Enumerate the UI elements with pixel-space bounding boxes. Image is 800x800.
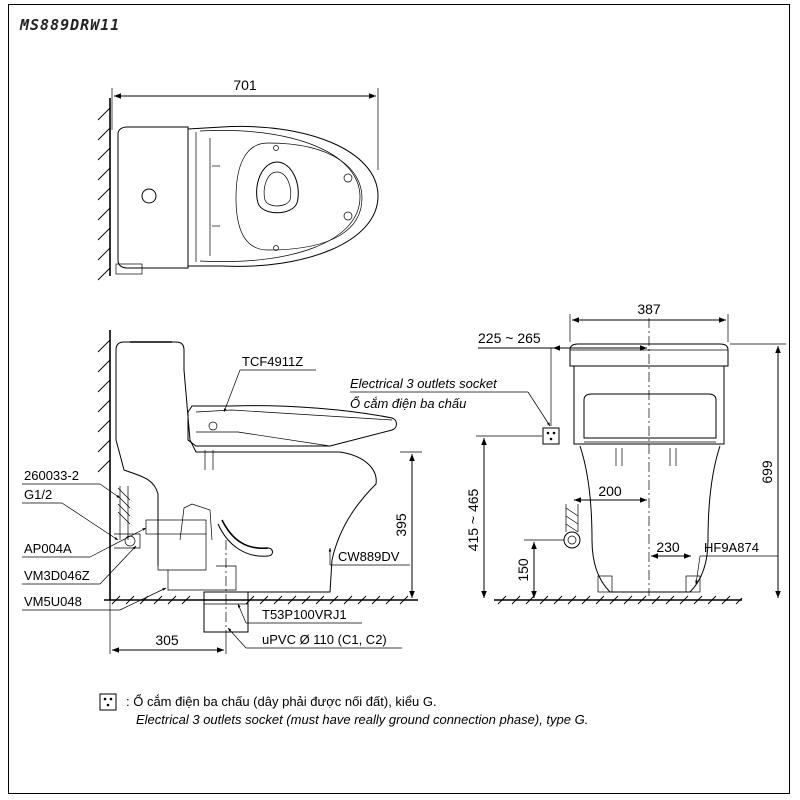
drawing-frame — [8, 4, 790, 794]
dim-socket-offset: 225 ~ 265 — [478, 330, 541, 346]
dim-socket-height: 415 ~ 465 — [465, 488, 481, 551]
seat-side-outline — [187, 405, 397, 447]
label-drain-code: T53P100VRJ1 — [262, 607, 347, 622]
label-supply-hose: AP004A — [24, 541, 72, 556]
dim-top-width: 701 — [233, 77, 257, 93]
socket-note-vi: Ổ cắm điện ba chấu — [350, 396, 466, 411]
legend-line-en: Electrical 3 outlets socket (must have r… — [136, 712, 588, 727]
dim-bowl-height: 395 — [393, 513, 409, 537]
socket-note-en: Electrical 3 outlets socket — [350, 376, 498, 391]
pedestal-front-outline — [579, 445, 721, 593]
legend-line-vi: : Ổ cắm điện ba chấu (dây phải được nối … — [126, 694, 437, 709]
socket-legend-icon — [99, 693, 117, 711]
label-flange: VM5U048 — [24, 594, 82, 609]
nozzle-cover-top — [256, 161, 299, 214]
flush-button-top — [141, 188, 157, 204]
label-thread: G1/2 — [24, 487, 52, 502]
tank-top-outline — [117, 126, 189, 269]
dim-total-height: 699 — [759, 460, 775, 484]
seat-top-outline — [187, 125, 379, 267]
dim-front-width: 387 — [637, 301, 661, 317]
tank-side-outline — [115, 341, 185, 370]
dim-230: 230 — [656, 539, 680, 555]
label-pipe: uPVC Ø 110 (C1, C2) — [262, 632, 387, 647]
bowl-side-outline — [238, 451, 377, 593]
bowl-opening-top — [235, 142, 363, 251]
bowl-rim-side — [183, 369, 340, 453]
socket-note: Electrical 3 outlets socket Ổ cắm điện b… — [350, 376, 551, 427]
dim-200: 200 — [598, 483, 622, 499]
front-view: 387 225 ~ 265 699 415 ~ 465 150 200 230 — [465, 301, 786, 605]
supply-valve-front — [563, 531, 581, 549]
wall-hatch-side — [97, 339, 111, 473]
dim-rough-in: 305 — [155, 632, 179, 648]
label-bolt-code: HF9A874 — [704, 540, 759, 555]
dim-supply-height: 150 — [515, 558, 531, 582]
socket-symbol-front — [542, 427, 560, 445]
label-bowl-code: CW889DV — [338, 549, 400, 564]
label-stop-valve: VM3D046Z — [24, 568, 90, 583]
wall-hatch-top — [97, 107, 111, 281]
seat-front-outline — [583, 393, 717, 439]
floor-hatch-front — [497, 595, 743, 605]
model-title: MS889DRW11 — [19, 16, 120, 34]
side-view: 395 305 TCF4911Z 260033-2 G1/2 AP004A VM… — [22, 330, 422, 654]
top-view: 701 — [97, 77, 379, 281]
label-valve-code: 260033-2 — [24, 468, 79, 483]
label-seat-code: TCF4911Z — [242, 354, 303, 369]
legend: : Ổ cắm điện ba chấu (dây phải được nối … — [99, 693, 588, 727]
